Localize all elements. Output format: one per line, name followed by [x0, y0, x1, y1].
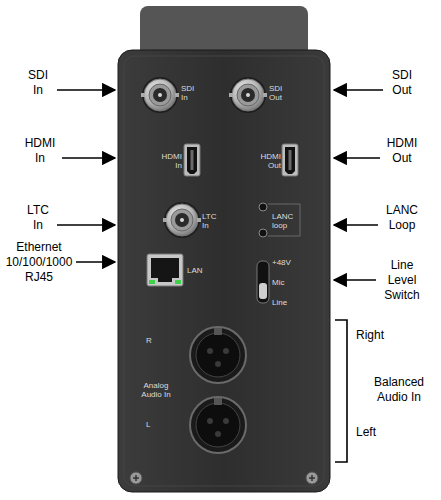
- leader-arrows: [57, 90, 383, 280]
- callout-label: SDI In: [23, 68, 53, 98]
- panel-label: +48V: [272, 258, 298, 267]
- panel-label: HDMI In: [158, 152, 182, 170]
- callout-label: SDI Out: [386, 68, 418, 98]
- callout-label: HDMI In: [20, 136, 60, 166]
- callout-label: Left: [356, 425, 406, 440]
- callout-label: LANC Loop: [380, 203, 424, 233]
- callout-label: Ethernet 10/100/1000 RJ45: [3, 240, 75, 285]
- panel-label: LANC loop: [272, 212, 298, 230]
- group-bracket: [335, 320, 347, 462]
- callout-label: Balanced Audio In: [366, 375, 432, 405]
- panel-label: R: [146, 336, 158, 345]
- callout-label: Line Level Switch: [379, 258, 425, 303]
- callout-label: Right: [356, 328, 406, 343]
- panel-label: Mic: [272, 278, 298, 287]
- panel-label: Analog Audio In: [137, 381, 175, 399]
- panel-label: LAN: [187, 266, 211, 275]
- panel-label: L: [146, 420, 158, 429]
- callout-label: LTC In: [23, 203, 53, 233]
- panel-label: LTC In: [202, 212, 220, 230]
- callout-label: HDMI Out: [381, 136, 423, 166]
- panel-label: HDMI Out: [255, 152, 281, 170]
- panel-label: SDI Out: [269, 84, 289, 102]
- panel-label: SDI In: [181, 84, 199, 102]
- panel-label: Line: [272, 298, 298, 307]
